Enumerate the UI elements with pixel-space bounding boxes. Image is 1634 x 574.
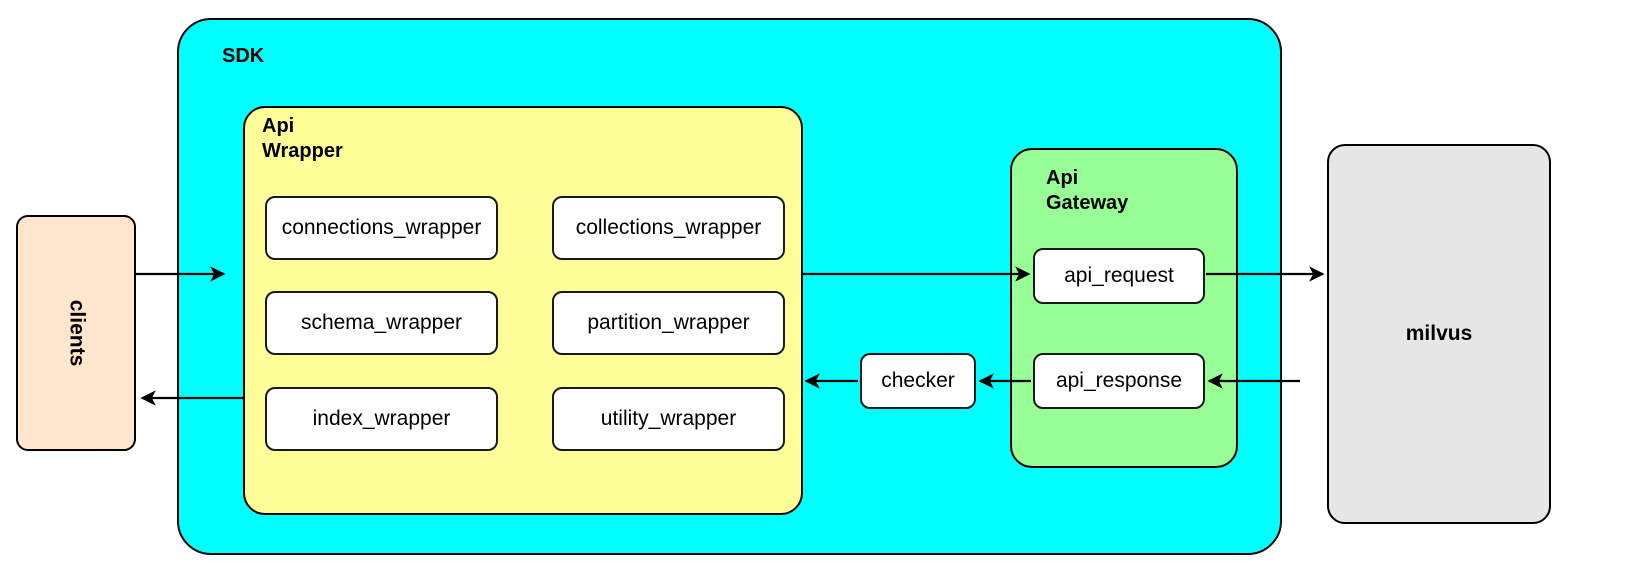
node-clients[interactable]: clients [16, 215, 136, 451]
wrapper-partition[interactable]: partition_wrapper [552, 291, 785, 355]
wrapper-index[interactable]: index_wrapper [265, 387, 498, 451]
wrapper-utility-label: utility_wrapper [600, 407, 737, 430]
wrapper-partition-label: partition_wrapper [587, 311, 750, 334]
wrapper-collections-label: collections_wrapper [575, 216, 762, 239]
node-clients-label: clients [65, 299, 88, 367]
node-milvus-label: milvus [1405, 322, 1473, 345]
wrapper-connections-label: connections_wrapper [281, 216, 482, 239]
group-api-gateway-label: Api Gateway [1046, 167, 1129, 214]
wrapper-utility[interactable]: utility_wrapper [552, 387, 785, 451]
wrapper-index-label: index_wrapper [312, 407, 451, 430]
wrapper-schema-label: schema_wrapper [300, 311, 463, 334]
group-api-wrapper-label: Api Wrapper [262, 115, 343, 162]
node-milvus[interactable]: milvus [1327, 144, 1551, 524]
gateway-api-response-label: api_response [1055, 369, 1183, 392]
gateway-api-request-label: api_request [1064, 264, 1174, 287]
clients-label-wrap: clients [18, 217, 134, 449]
node-checker[interactable]: checker [860, 353, 976, 409]
wrapper-collections[interactable]: collections_wrapper [552, 196, 785, 260]
group-api-gateway[interactable] [1010, 148, 1238, 468]
gateway-api-response[interactable]: api_response [1033, 353, 1205, 409]
milvus-label-wrap: milvus [1329, 146, 1549, 522]
node-checker-label: checker [881, 369, 955, 392]
gateway-api-request[interactable]: api_request [1033, 248, 1205, 304]
wrapper-schema[interactable]: schema_wrapper [265, 291, 498, 355]
group-sdk-label: SDK [222, 45, 265, 67]
wrapper-connections[interactable]: connections_wrapper [265, 196, 498, 260]
